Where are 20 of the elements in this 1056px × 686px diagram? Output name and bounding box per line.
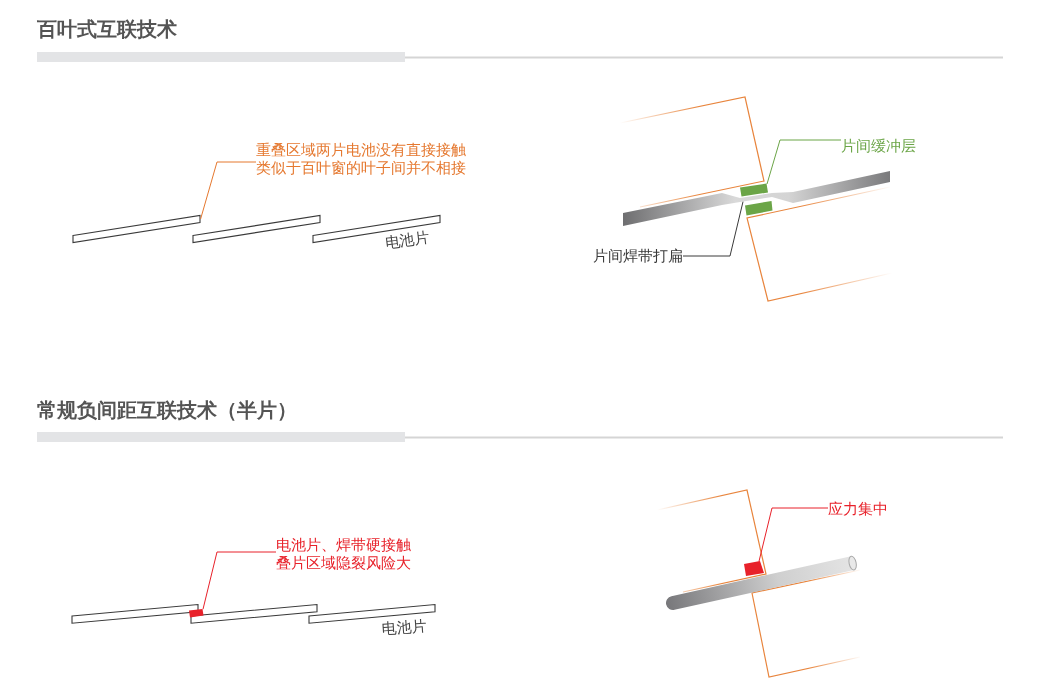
annotation-text: 应力集中 [828, 500, 888, 518]
contact-marker [189, 609, 204, 618]
leader-line [766, 139, 842, 185]
annotation-text: 重叠区域两片电池没有直接接触类似于百叶窗的叶子间并不相接 [256, 141, 471, 177]
leader-line [682, 201, 744, 257]
annotation-text: 片间焊带打扁 [593, 247, 683, 265]
cell-label: 电池片 [383, 228, 431, 252]
solar-cell [71, 603, 199, 624]
solar-cell [190, 603, 318, 624]
flattened-ribbon [623, 171, 890, 226]
annotation-text: 电池片、焊带硬接触叠片区域隐裂风险大 [276, 536, 416, 572]
leader-line [758, 507, 829, 562]
annotation-text: 片间缓冲层 [841, 137, 916, 155]
cell-label: 电池片 [381, 616, 428, 638]
solar-cell [192, 214, 321, 244]
solar-cell [72, 214, 201, 244]
buffer-layer [740, 183, 768, 197]
section-heading: 常规负间距互联技术（半片） [37, 398, 297, 422]
section-heading: 百叶式互联技术 [37, 17, 177, 41]
stress-marker [744, 561, 764, 576]
